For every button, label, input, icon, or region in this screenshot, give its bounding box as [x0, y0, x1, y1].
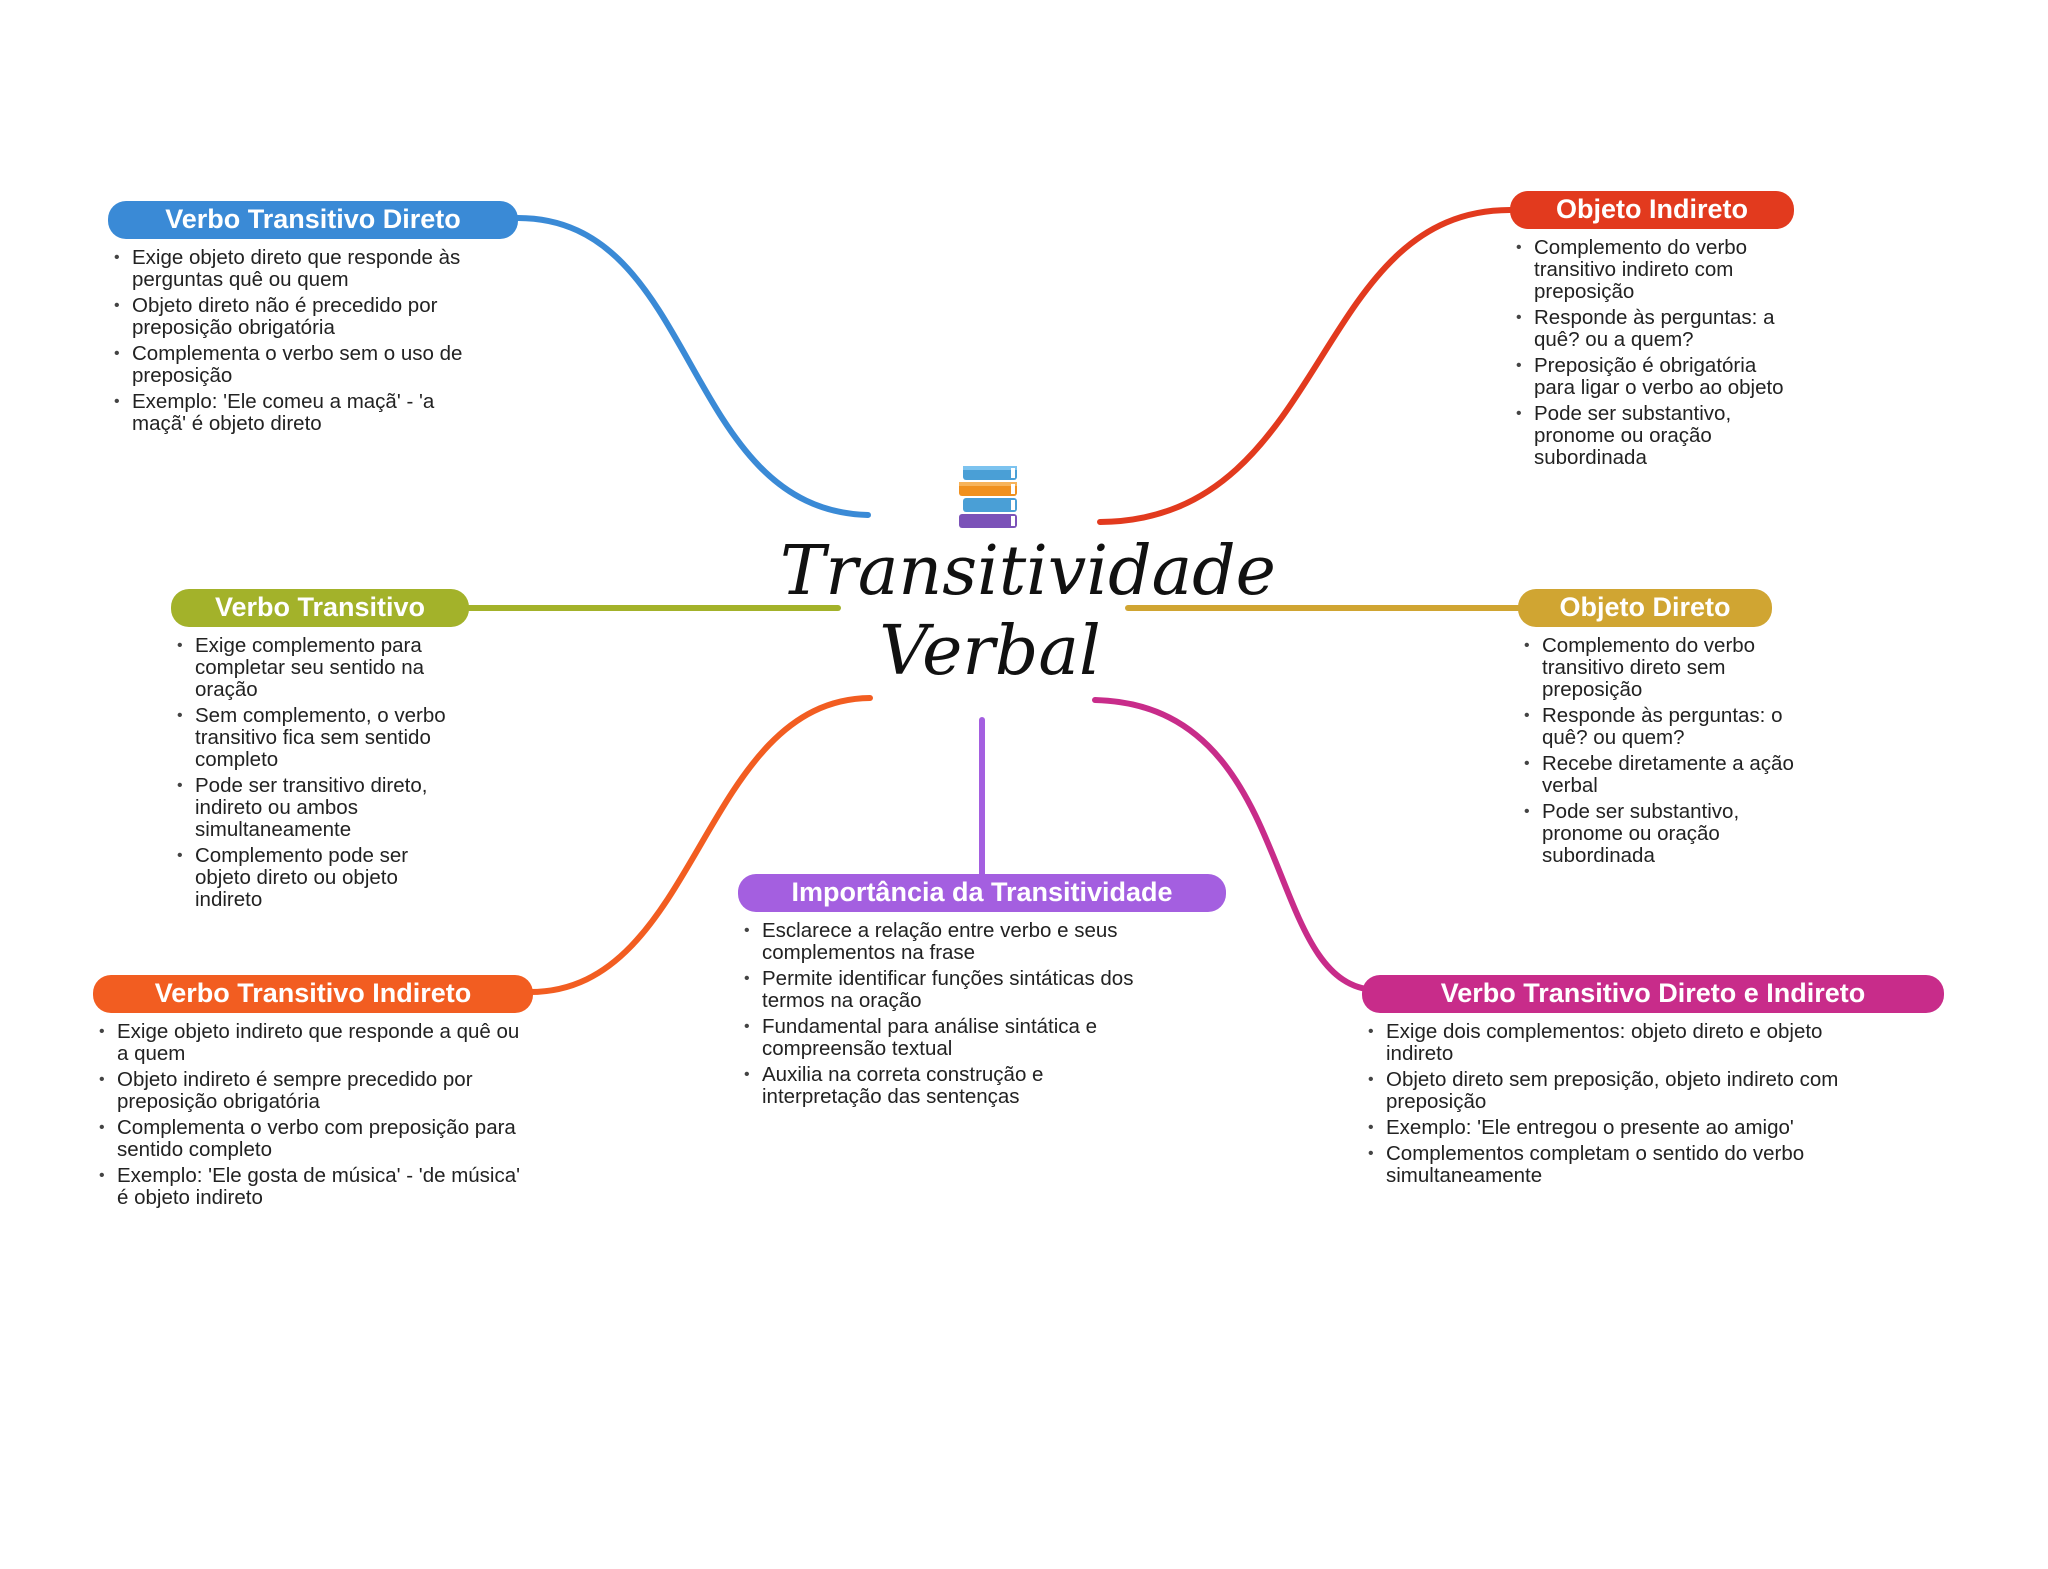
points-importancia: Esclarece a relação entre verbo e seus c…: [738, 920, 1154, 1108]
branch-verbo-transitivo-direto-indireto: Verbo Transitivo Direto e Indireto Exige…: [1362, 975, 1946, 1191]
list-item: Complementos completam o sentido do verb…: [1368, 1143, 1868, 1187]
list-item: Esclarece a relação entre verbo e seus c…: [744, 920, 1154, 964]
list-item: Exige objeto indireto que responde a quê…: [99, 1021, 524, 1065]
connector-verbo-transitivo-indireto: [527, 695, 873, 995]
list-item: Recebe diretamente a ação verbal: [1524, 753, 1814, 797]
list-item: Complemento pode ser objeto direto ou ob…: [177, 845, 467, 911]
points-objeto-direto: Complemento do verbo transitivo direto s…: [1518, 635, 1814, 867]
list-item: Permite identificar funções sintáticas d…: [744, 968, 1154, 1012]
list-item: Sem complemento, o verbo transitivo fica…: [177, 705, 467, 771]
list-item: Objeto direto sem preposição, objeto ind…: [1368, 1069, 1868, 1113]
points-verbo-transitivo-indireto: Exige objeto indireto que responde a quê…: [93, 1021, 524, 1209]
points-verbo-transitivo: Exige complemento para completar seu sen…: [171, 635, 467, 911]
branch-verbo-transitivo-indireto: Verbo Transitivo Indireto Exige objeto i…: [93, 975, 533, 1213]
pill-objeto-direto[interactable]: Objeto Direto: [1518, 589, 1772, 627]
list-item: Complementa o verbo com preposição para …: [99, 1117, 524, 1161]
central-title-line1: Transitividade: [780, 532, 1276, 611]
list-item: Complemento do verbo transitivo direto s…: [1524, 635, 1814, 701]
list-item: Exemplo: 'Ele entregou o presente ao ami…: [1368, 1117, 1868, 1140]
points-verbo-transitivo-direto: Exige objeto direto que responde às perg…: [108, 247, 494, 435]
central-topic[interactable]: Transitividade Verbal: [780, 460, 1276, 692]
central-title-line2: Verbal: [879, 612, 1101, 691]
branch-verbo-transitivo-direto: Verbo Transitivo Direto Exige objeto dir…: [108, 201, 528, 439]
list-item: Fundamental para análise sintática e com…: [744, 1016, 1154, 1060]
connector-verbo-transitivo-direto: [515, 215, 871, 518]
list-item: Objeto indireto é sempre precedido por p…: [99, 1069, 524, 1113]
pill-objeto-indireto[interactable]: Objeto Indireto: [1510, 191, 1794, 229]
points-verbo-transitivo-direto-indireto: Exige dois complementos: objeto direto e…: [1362, 1021, 1868, 1187]
pill-verbo-transitivo-direto[interactable]: Verbo Transitivo Direto: [108, 201, 518, 239]
pill-verbo-transitivo-direto-indireto[interactable]: Verbo Transitivo Direto e Indireto: [1362, 975, 1944, 1013]
connector-objeto-indireto: [1097, 207, 1513, 525]
pill-verbo-transitivo-indireto[interactable]: Verbo Transitivo Indireto: [93, 975, 533, 1013]
list-item: Complementa o verbo sem o uso de preposi…: [114, 343, 494, 387]
books-icon: [959, 466, 1017, 528]
list-item: Exige objeto direto que responde às perg…: [114, 247, 494, 291]
list-item: Responde às perguntas: a quê? ou a quem?: [1516, 307, 1796, 351]
branch-objeto-indireto: Objeto Indireto Complemento do verbo tra…: [1510, 191, 1800, 473]
list-item: Exemplo: 'Ele comeu a maçã' - 'a maçã' é…: [114, 391, 494, 435]
branch-objeto-direto: Objeto Direto Complemento do verbo trans…: [1518, 589, 1818, 871]
list-item: Exige dois complementos: objeto direto e…: [1368, 1021, 1868, 1065]
connector-verbo-transitivo-direto-indireto: [1092, 697, 1378, 993]
branch-verbo-transitivo: Verbo Transitivo Exige complemento para …: [171, 589, 471, 915]
list-item: Auxilia na correta construção e interpre…: [744, 1064, 1154, 1108]
list-item: Pode ser substantivo, pronome ou oração …: [1516, 403, 1796, 469]
pill-verbo-transitivo[interactable]: Verbo Transitivo: [171, 589, 469, 627]
branch-importancia: Importância da Transitividade Esclarece …: [738, 874, 1228, 1112]
points-objeto-indireto: Complemento do verbo transitivo indireto…: [1510, 237, 1796, 469]
list-item: Preposição é obrigatória para ligar o ve…: [1516, 355, 1796, 399]
pill-importancia[interactable]: Importância da Transitividade: [738, 874, 1226, 912]
list-item: Pode ser substantivo, pronome ou oração …: [1524, 801, 1814, 867]
list-item: Exige complemento para completar seu sen…: [177, 635, 467, 701]
list-item: Objeto direto não é precedido por prepos…: [114, 295, 494, 339]
list-item: Exemplo: 'Ele gosta de música' - 'de mús…: [99, 1165, 524, 1209]
list-item: Responde às perguntas: o quê? ou quem?: [1524, 705, 1814, 749]
list-item: Pode ser transitivo direto, indireto ou …: [177, 775, 467, 841]
list-item: Complemento do verbo transitivo indireto…: [1516, 237, 1796, 303]
